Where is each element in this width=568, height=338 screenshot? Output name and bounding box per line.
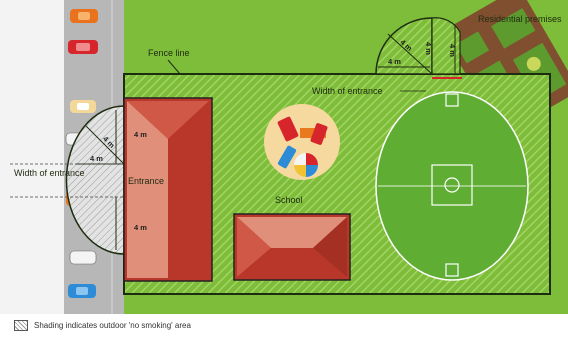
sports-oval (375, 91, 529, 281)
dim-left-upper-vertical: 4 m (134, 130, 147, 139)
label-residential-premises: Residential premises (478, 14, 562, 24)
legend: Shading indicates outdoor 'no smoking' a… (14, 318, 191, 332)
playground-icon (264, 104, 340, 180)
left-entrance-buffer (65, 105, 125, 255)
label-fence-line: Fence line (148, 48, 190, 58)
car-icon (68, 284, 96, 298)
top-entrance-buffer-right (431, 17, 461, 75)
car-icon (69, 250, 97, 265)
label-width-of-entrance-top: Width of entrance (312, 86, 383, 96)
hatch-swatch-icon (14, 319, 28, 331)
car-icon (70, 9, 98, 23)
school-building-secondary (233, 213, 351, 281)
dim-top-vertical-2: 4 m (448, 44, 457, 57)
school-building-main (123, 97, 213, 282)
left-margin (0, 0, 64, 314)
fence-line-pointer (167, 59, 181, 75)
car-icon (70, 100, 96, 113)
label-school: School (275, 195, 303, 205)
label-entrance: Entrance (128, 176, 164, 186)
dim-top-vertical-1: 4 m (424, 42, 433, 55)
top-entrance-buffer (375, 17, 433, 75)
dim-top-horizontal: 4 m (388, 57, 401, 66)
legend-text: Shading indicates outdoor 'no smoking' a… (34, 320, 191, 330)
car-icon (68, 40, 98, 54)
label-width-of-entrance-left: Width of entrance (14, 168, 85, 178)
dim-left-lower-vertical: 4 m (134, 223, 147, 232)
dim-left-horizontal: 4 m (90, 154, 103, 163)
